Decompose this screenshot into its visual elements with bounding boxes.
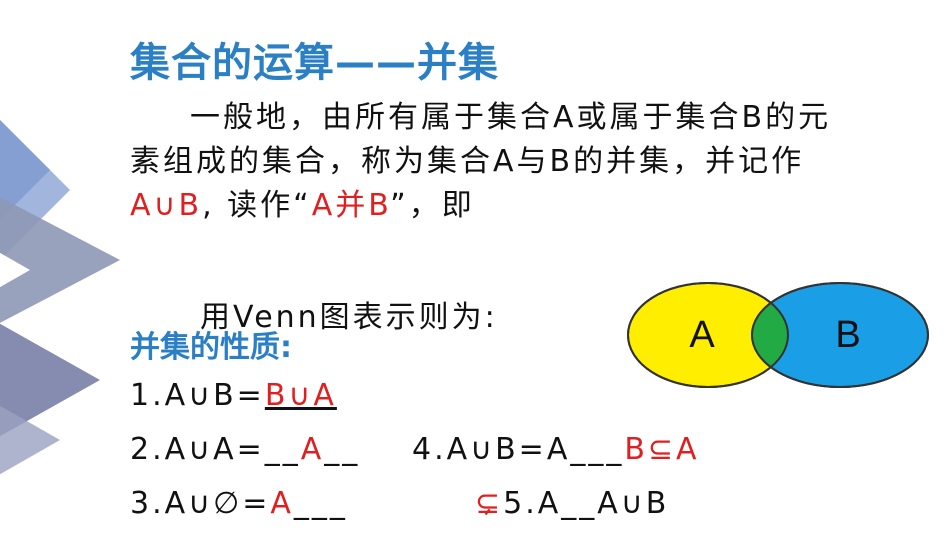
property-trail: __ <box>324 432 361 467</box>
property-trail: ___ <box>293 486 348 521</box>
property-answer: A <box>270 486 294 521</box>
decorative-diamonds <box>0 120 120 475</box>
venn-caption: 用Venn图表示则为: <box>200 300 498 335</box>
set-b-label: B <box>835 314 860 356</box>
definition-ending: ”，即 <box>390 188 475 223</box>
definition-line-2: 素组成的集合，称为集合A与B的并集，并记作 <box>130 144 805 179</box>
property-3: 3.A∪∅=A___ <box>130 486 348 521</box>
property-answer: A <box>300 432 325 467</box>
definition-line-1: 一般地，由所有属于集合A或属于集合B的元 <box>190 100 832 135</box>
union-notation: A∪B <box>130 188 203 223</box>
venn-diagram: A B <box>627 282 929 388</box>
property-expression: 4.A∪B=A___ <box>412 432 625 467</box>
definition-line-3: A∪B, 读作“A并B”，即 <box>130 184 920 228</box>
page-title: 集合的运算——并集 <box>130 40 499 86</box>
property-expression: 5.A__A∪B <box>503 486 670 521</box>
property-answer: ⊊ <box>475 486 504 521</box>
property-answer: B∪A <box>264 378 337 413</box>
property-answer: B⊆A <box>624 432 700 467</box>
property-expression: 1.A∪B= <box>130 378 265 413</box>
properties-heading: 并集的性质: <box>130 330 292 365</box>
property-1: 1.A∪B=B∪A <box>130 378 337 413</box>
property-5: ⊊5.A__A∪B <box>475 486 669 521</box>
property-expression: 3.A∪∅= <box>130 486 271 521</box>
set-a-label: A <box>689 314 715 356</box>
property-2: 2.A∪A=__A__ <box>130 432 360 467</box>
property-expression: 2.A∪A=__ <box>130 432 301 467</box>
property-4: 4.A∪B=A___B⊆A <box>412 432 700 467</box>
read-as-label: , 读作“ <box>202 188 312 223</box>
union-reading: A并B <box>311 188 391 223</box>
union-definition: 一般地，由所有属于集合A或属于集合B的元 素组成的集合，称为集合A与B的并集，并… <box>130 96 920 228</box>
